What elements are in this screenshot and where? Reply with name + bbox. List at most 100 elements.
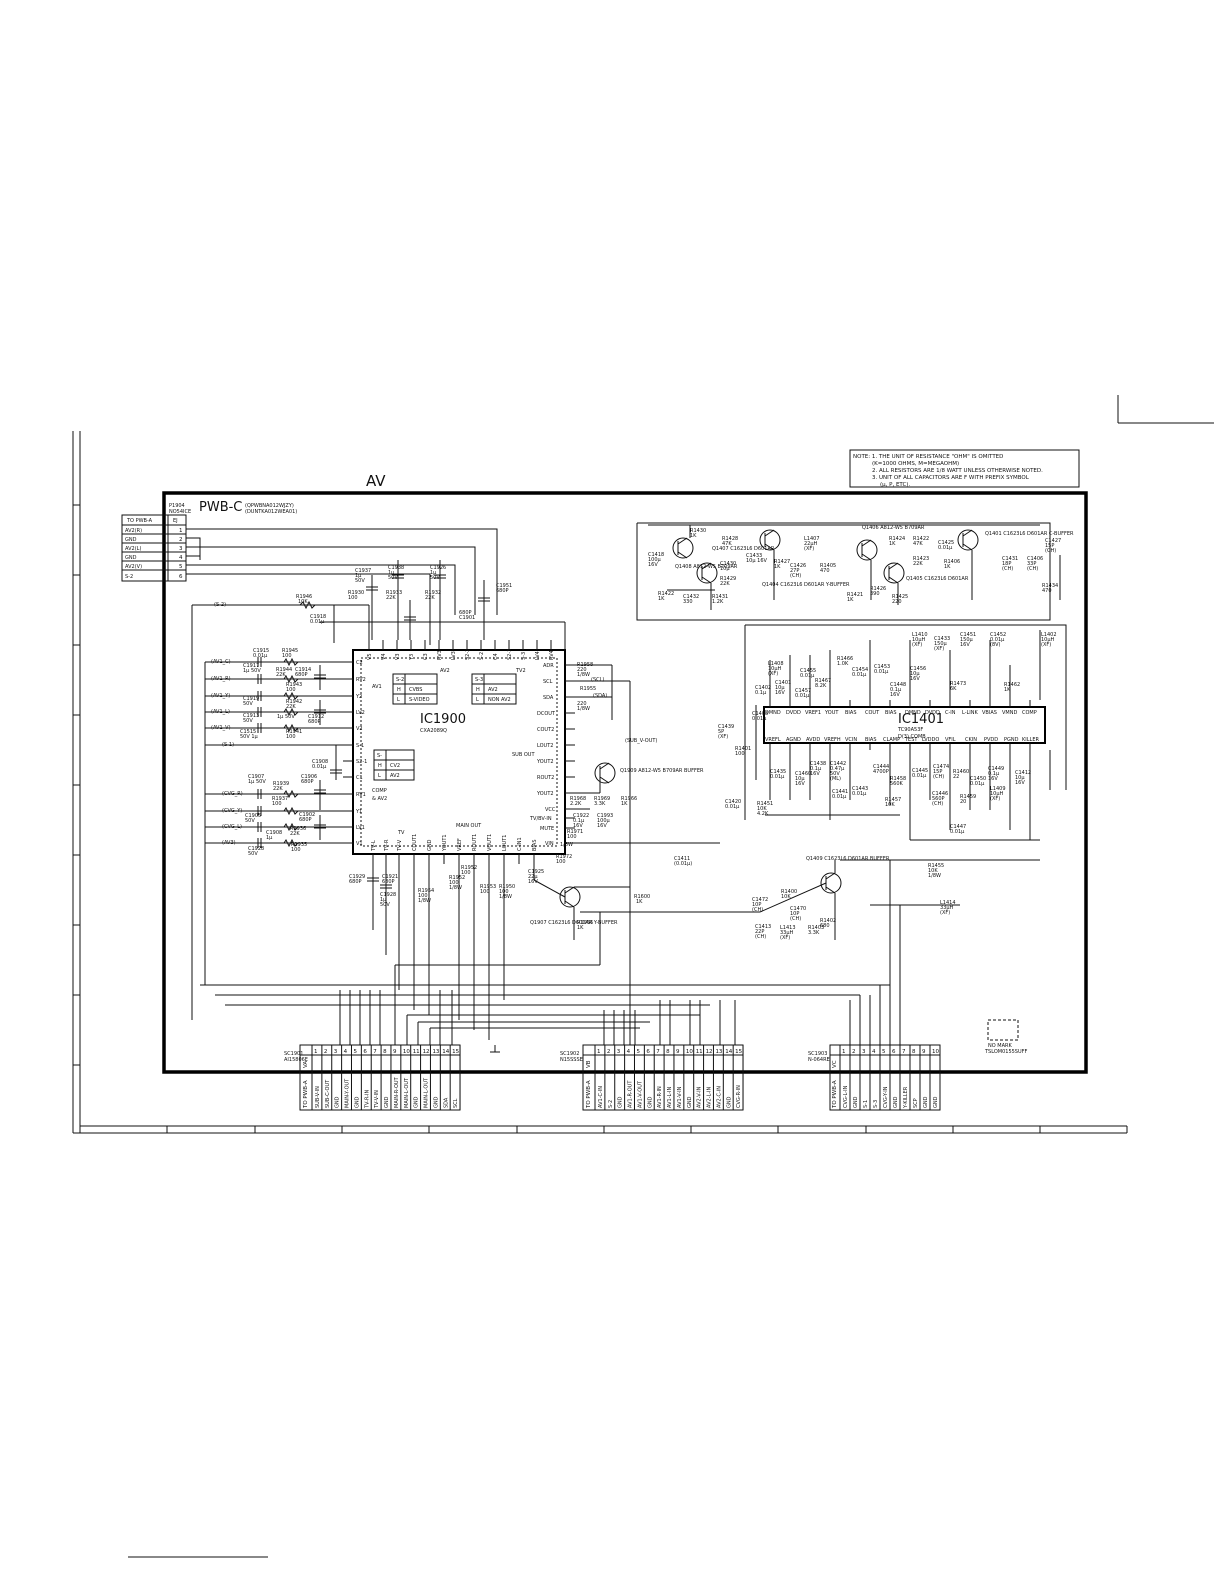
sc1902-pin-number: 3 bbox=[617, 1049, 621, 1055]
sc1902-ref: SC1902 bbox=[560, 1051, 579, 1057]
svg-text:R1458: R1458 bbox=[890, 776, 906, 782]
svg-text:(XF): (XF) bbox=[990, 796, 1000, 802]
svg-text:0.1μ: 0.1μ bbox=[755, 690, 767, 696]
svg-text:560K: 560K bbox=[890, 781, 904, 787]
svg-text:1μ: 1μ bbox=[355, 573, 362, 579]
svg-text:1K: 1K bbox=[889, 541, 896, 547]
signal-av1y: (AV1_Y) bbox=[211, 693, 230, 699]
sc1901-pin-number: 11 bbox=[413, 1049, 420, 1055]
ic1900-pin-v5: V5 bbox=[367, 653, 373, 660]
svg-text:R1930: R1930 bbox=[348, 590, 364, 596]
tt1-r2c1: S-VIDEO bbox=[409, 697, 430, 703]
sc1903-pin-number: 7 bbox=[902, 1049, 906, 1055]
svg-text:R1933: R1933 bbox=[386, 590, 402, 596]
svg-text:680P: 680P bbox=[459, 610, 472, 616]
p1904-pin-4-num: 4 bbox=[179, 555, 183, 561]
svg-text:50V: 50V bbox=[355, 578, 365, 584]
ic1401-top-5: BIAS bbox=[845, 710, 857, 716]
svg-text:C1427: C1427 bbox=[1045, 538, 1061, 544]
svg-text:1μ: 1μ bbox=[430, 570, 437, 576]
sc1901-pin-name: GND bbox=[384, 1096, 390, 1108]
ic1900-pin-adr: ADR bbox=[543, 663, 554, 669]
svg-text:C1915: C1915 bbox=[253, 648, 269, 654]
ic1401-bot-5: VCIN bbox=[845, 737, 857, 743]
svg-text:50V: 50V bbox=[243, 701, 253, 707]
svg-text:18P: 18P bbox=[1002, 561, 1011, 567]
svg-text:100: 100 bbox=[461, 870, 471, 876]
ic1900-pin-s3: S-3 bbox=[521, 652, 527, 660]
sc1902-pin-name: AV2-V-IN bbox=[697, 1086, 703, 1108]
sc1901-pin-name: GND bbox=[414, 1096, 420, 1108]
ic1401-bot-12: PVDD bbox=[984, 737, 998, 743]
svg-text:100: 100 bbox=[480, 889, 490, 895]
svg-text:R1403: R1403 bbox=[808, 925, 824, 931]
svg-text:1K: 1K bbox=[944, 564, 951, 570]
note-line-4: 3. UNIT OF ALL CAPACITORS ARE F WITH PRE… bbox=[872, 475, 1030, 481]
svg-text:R1455: R1455 bbox=[928, 863, 944, 869]
q1405: Q1405 C1623L6 D601AR bbox=[883, 562, 969, 584]
ic1401-bot-1: VREFL bbox=[765, 737, 781, 743]
q1401: Q1401 C1623L6 D601AR C-BUFFER bbox=[957, 529, 1074, 551]
sc1903-pin-number: 8 bbox=[912, 1049, 916, 1055]
svg-text:16V: 16V bbox=[795, 781, 805, 787]
legend-box: NO MARK TSLOM0155SUFF bbox=[984, 1019, 1028, 1055]
svg-text:1/8W: 1/8W bbox=[418, 898, 431, 904]
ic1900-comp: COMP bbox=[372, 788, 387, 794]
tt1-r1c1: CVBS bbox=[409, 687, 422, 693]
signal-cvgr: (CVG_R) bbox=[222, 791, 243, 797]
sc1901-pin-number: 5 bbox=[353, 1049, 357, 1055]
svg-text:680: 680 bbox=[820, 923, 830, 929]
ic1900-pin-tvv: TV-V bbox=[397, 839, 403, 852]
svg-text:0.01μ: 0.01μ bbox=[795, 693, 810, 699]
ic1401-bot-7: CLAMP bbox=[883, 737, 900, 743]
sc1901-pin-number: 3 bbox=[334, 1049, 338, 1055]
ic1900-pin-vcc: VCC bbox=[545, 807, 556, 813]
svg-text:1/8W: 1/8W bbox=[928, 873, 941, 879]
svg-text:50V: 50V bbox=[245, 818, 255, 824]
svg-text:R1429: R1429 bbox=[720, 576, 736, 582]
svg-text:330: 330 bbox=[683, 599, 693, 605]
ic1401-bot-8: TEST bbox=[904, 737, 918, 743]
svg-text:33μH: 33μH bbox=[780, 930, 794, 936]
svg-text:R1952: R1952 bbox=[461, 865, 477, 871]
svg-text:20: 20 bbox=[960, 799, 966, 805]
sc1902-pin-name: AV2-C-IN bbox=[716, 1086, 722, 1108]
svg-text:(XF): (XF) bbox=[804, 546, 814, 552]
ic1900-right-pins bbox=[565, 664, 575, 844]
svg-text:220: 220 bbox=[577, 667, 587, 673]
sc1901-header: TO PWB-A bbox=[303, 1080, 309, 1109]
svg-text:1K: 1K bbox=[1004, 687, 1011, 693]
svg-text:C1448: C1448 bbox=[890, 682, 906, 688]
sc1901-pin-name: MAIN-L-OUT bbox=[424, 1077, 430, 1108]
svg-text:C1902: C1902 bbox=[299, 812, 315, 818]
sc1902-pin-number: 15 bbox=[735, 1049, 742, 1055]
sc1902-pins: 1AV1-C-IN2S-23GND4AV1-R-OUT5AV1-V-OUT6GN… bbox=[597, 1045, 744, 1110]
ic1900-pin-rout1: ROUT1 bbox=[472, 834, 478, 851]
svg-text:R1424: R1424 bbox=[889, 536, 905, 542]
tt1-r0c0: S-2 bbox=[396, 677, 404, 683]
svg-text:22K: 22K bbox=[913, 561, 923, 567]
svg-text:10μ: 10μ bbox=[1015, 775, 1025, 781]
legend-line-2: TSLOM0155SUFF bbox=[984, 1049, 1028, 1055]
ic1401-bot-11: CKIN bbox=[965, 737, 977, 743]
tt2-r0c0: S-3 bbox=[475, 677, 483, 683]
sc1901-group: VA bbox=[303, 1061, 309, 1068]
ic1900-pin-v1: V1 bbox=[356, 841, 363, 847]
svg-text:22μ: 22μ bbox=[528, 874, 538, 880]
sc1902-pin-name: S-2 bbox=[608, 1100, 614, 1108]
ic1900-pin-rv1: RV1 bbox=[356, 792, 366, 798]
svg-text:R1405: R1405 bbox=[820, 563, 836, 569]
section-title: AV bbox=[366, 472, 386, 490]
svg-text:C1919: C1919 bbox=[243, 696, 259, 702]
ic1401-top-11: L-LINK bbox=[962, 710, 979, 716]
sc1903-pin-name: GND bbox=[923, 1096, 929, 1108]
svg-text:50V: 50V bbox=[248, 851, 258, 857]
signal-av1r: (AV1_R) bbox=[211, 676, 231, 682]
ic1900-av2b: & AV2 bbox=[372, 796, 387, 802]
sc1901-pin-name: MAIN-R-OUT bbox=[394, 1076, 400, 1108]
ic1900-top-pins bbox=[368, 640, 552, 650]
svg-text:C1472: C1472 bbox=[752, 897, 768, 903]
